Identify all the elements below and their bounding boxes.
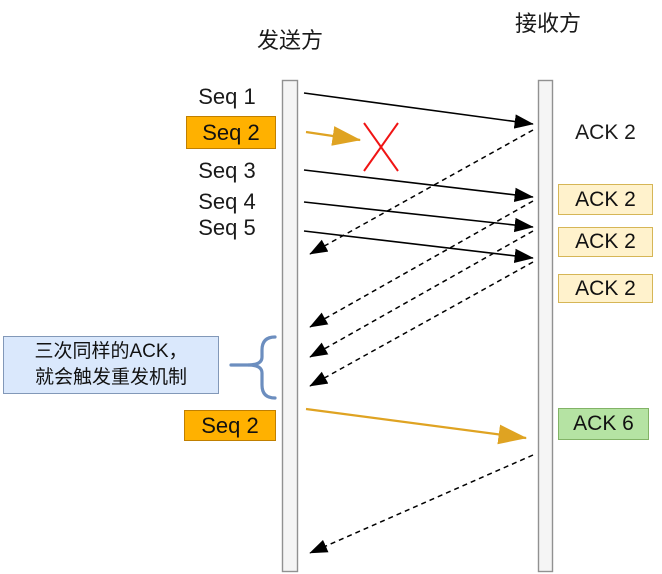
ack2-dup-label-3: ACK 2: [558, 274, 653, 303]
note-line-1: 三次同样的ACK，: [34, 341, 188, 362]
seq1-label: Seq 1: [198, 83, 256, 109]
sender-title: 发送方: [256, 28, 323, 53]
seq2-retransmit-label: Seq 2: [184, 410, 276, 441]
triple-dup-ack-note: 三次同样的ACK， 就会触发重发机制: [3, 336, 219, 394]
receiver-title: 接收方: [514, 11, 581, 36]
brace-icon: [247, 335, 277, 400]
seq1-arrow: [303, 92, 534, 129]
note-line-2: 就会触发重发机制: [34, 367, 187, 388]
ack2-dup-label-2: ACK 2: [558, 227, 653, 257]
seq3-label: Seq 3: [198, 157, 256, 183]
packet-loss-cross-icon: [363, 122, 399, 172]
seq5-label: Seq 5: [198, 214, 256, 240]
seq2-lost-arrow: [305, 126, 362, 146]
ack6-label: ACK 6: [558, 408, 649, 440]
ack6-dashed-arrow: [309, 454, 534, 554]
receiver-lifeline: [537, 79, 554, 573]
ack2-first-label: ACK 2: [575, 121, 636, 144]
ack2-dashed-arrow-1: [309, 129, 534, 255]
ack2-dashed-arrow-4: [309, 261, 534, 387]
seq4-arrow: [303, 201, 534, 233]
seq2-label-highlighted: Seq 2: [186, 116, 276, 149]
ack2-dashed-arrow-3: [309, 230, 534, 358]
sender-lifeline: [281, 79, 299, 573]
seq4-label: Seq 4: [198, 188, 256, 214]
ack2-dashed-arrow-2: [309, 200, 534, 328]
seq2-retransmit-arrow: [305, 407, 528, 445]
ack2-dup-label-1: ACK 2: [558, 184, 653, 215]
seq5-arrow: [303, 230, 534, 263]
seq3-arrow: [303, 169, 534, 202]
